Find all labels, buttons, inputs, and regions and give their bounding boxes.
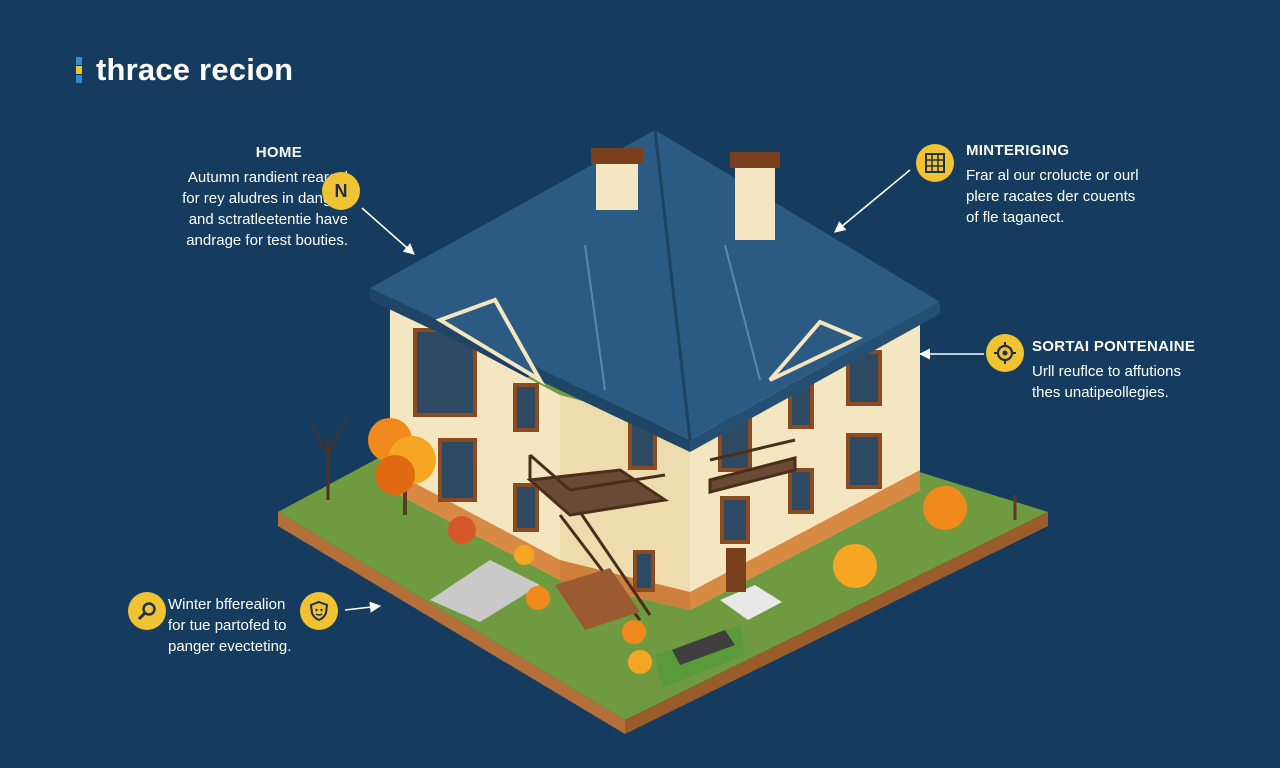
front-door (726, 548, 746, 592)
callout-mintering-line: plere racates der couents (966, 188, 1136, 205)
callout-mintering: MINTERIGING Frar al our crolucte or ourl… (966, 140, 1226, 228)
car (655, 625, 745, 688)
callout-winter-line: Winter bfferealion (168, 596, 286, 613)
callout-home-heading: HOME (255, 144, 302, 161)
magnifier-icon (128, 592, 166, 630)
callout-solar-line: Urll reuflce to affutions (1032, 363, 1181, 380)
shield-face-icon (300, 592, 338, 630)
callout-home-line: andrage for test bouties. (186, 232, 348, 249)
callout-mintering-line: Frar al our crolucte or ourl (966, 167, 1139, 184)
callout-arrows (344, 169, 984, 613)
gear-tool-icon (986, 334, 1024, 372)
title-accent-bar (76, 57, 82, 83)
callout-mintering-heading: MINTERIGING (966, 142, 1070, 159)
chimneys (591, 148, 780, 240)
callout-solar: SORTAI PONTENAINE Urll reuflce to affuti… (1032, 336, 1232, 403)
front-steps (555, 568, 640, 630)
callout-solar-heading: SORTAI PONTENAINE (1032, 338, 1196, 355)
callout-home-line: Autumn randient rearcal (187, 169, 348, 186)
balconies (526, 438, 797, 621)
callout-winter-line: panger evecteting. (168, 638, 292, 655)
callout-home: HOME Autumn randient rearcal for rey alu… (148, 142, 348, 251)
compass-n-label: N (334, 180, 348, 201)
callout-winter: Winter bfferealion for tue partofed to p… (168, 594, 328, 657)
grid-panel-icon (916, 144, 954, 182)
callout-home-line: and sctratleetentie have (188, 211, 348, 228)
callout-solar-line: thes unatipeollegies. (1032, 384, 1169, 401)
callout-winter-line: for tue partofed to (168, 617, 287, 634)
callout-home-line: for rey aludres in danged (182, 190, 348, 207)
house-roof (370, 129, 940, 452)
trees (311, 418, 967, 674)
page-title: thrace recion (96, 52, 294, 87)
title-block: thrace recion (76, 52, 293, 88)
callout-mintering-line: of fle taganect. (966, 209, 1065, 226)
compass-n-icon: N (322, 172, 360, 210)
